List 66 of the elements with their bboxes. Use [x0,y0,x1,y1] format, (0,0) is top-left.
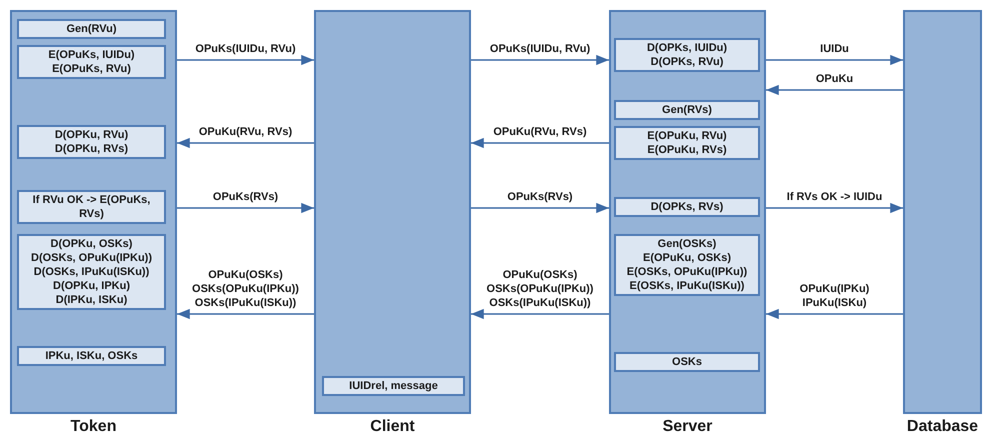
step-text: D(OPKu, RVu) [54,128,130,142]
arrow [471,54,609,66]
arrow [471,202,609,214]
edge-label: OPuKu(RVu, RVs) [196,125,294,139]
edge-label: OPuKu(RVu, RVs) [491,125,589,139]
step-box [17,190,166,224]
column-heading: Server [662,418,712,436]
step-text: D(OPKu, IPKu) [52,279,131,293]
step-box [17,346,166,366]
step-text: E(OPuKu, RVs) [646,143,728,157]
step-box [17,234,166,310]
column-heading: Client [370,418,415,436]
edge-label: OPuKu(IPKu) IPuKu(ISKu) [798,282,872,310]
lifeline-bar [903,10,982,414]
step-text: D(OPKu, RVs) [54,142,130,156]
step-box [17,125,166,159]
step-text: E(OPuKs, IUIDu) [47,48,136,62]
edge-label: OPuKu(OSKs) OSKs(OPuKu(IPKu)) OSKs(IPuKu(ISKu)) [190,268,301,310]
arrow [766,84,903,96]
arrow [177,138,314,148]
arrow [766,202,903,214]
arrow [471,308,609,320]
arrow [177,202,314,214]
edge-label: OPuKu(OSKs) OSKs(OPuKu(IPKu)) OSKs(IPuKu(ISKu)) [484,268,596,310]
step-box [614,100,760,120]
edge-label: OPuKs(RVs) [210,190,280,204]
step-box [614,126,760,160]
step-box [614,352,760,372]
lifeline-bar [314,10,471,414]
step-text: D(OPKs, IUIDu) [646,41,728,55]
step-text: D(OPKs, RVs) [650,200,724,214]
edge-label: OPuKs(RVs) [505,190,575,204]
step-text: Gen(RVu) [65,22,118,36]
step-box [17,19,166,39]
step-text: D(OPKu, OSKs) [50,237,134,251]
step-text: E(OPuKu, RVu) [646,129,728,143]
arrow [766,54,903,66]
step-text: D(OSKs, IPuKu(ISKu)) [32,265,150,279]
lifeline-bar [609,10,766,414]
column-heading: Database [906,418,978,436]
step-box [322,376,465,396]
step-text: E(OSKs, IPuKu(ISKu)) [628,279,746,293]
edge-label: OPuKs(IUIDu, RVu) [488,42,592,56]
column-heading: Token [70,418,116,436]
step-text: E(OPuKu, OSKs) [642,251,732,265]
arrow [766,308,903,320]
step-text: Gen(RVs) [661,103,713,117]
step-box [614,234,760,296]
step-text: E(OSKs, OPuKu(IPKu)) [626,265,748,279]
step-text: Gen(OSKs) [656,237,718,251]
lifeline-bar [10,10,177,414]
step-text: IPKu, ISKu, OSKs [44,349,139,363]
arrow [177,308,314,320]
edge-label: OPuKs(IUIDu, RVu) [193,42,298,56]
step-text: D(OPKs, RVu) [650,55,724,69]
step-box [17,45,166,79]
step-box [614,38,760,72]
step-text: IUIDrel, message [348,379,439,393]
arrow [177,54,314,66]
step-text: If RVu OK -> E(OPuKs, RVs) [32,193,152,221]
step-text: E(OPuKs, RVu) [51,62,132,76]
step-text: OSKs [671,355,703,369]
step-text: D(IPKu, ISKu) [54,293,128,307]
step-text: D(OSKs, OPuKu(IPKu)) [30,251,153,265]
arrow [471,138,609,148]
step-box [614,197,760,217]
